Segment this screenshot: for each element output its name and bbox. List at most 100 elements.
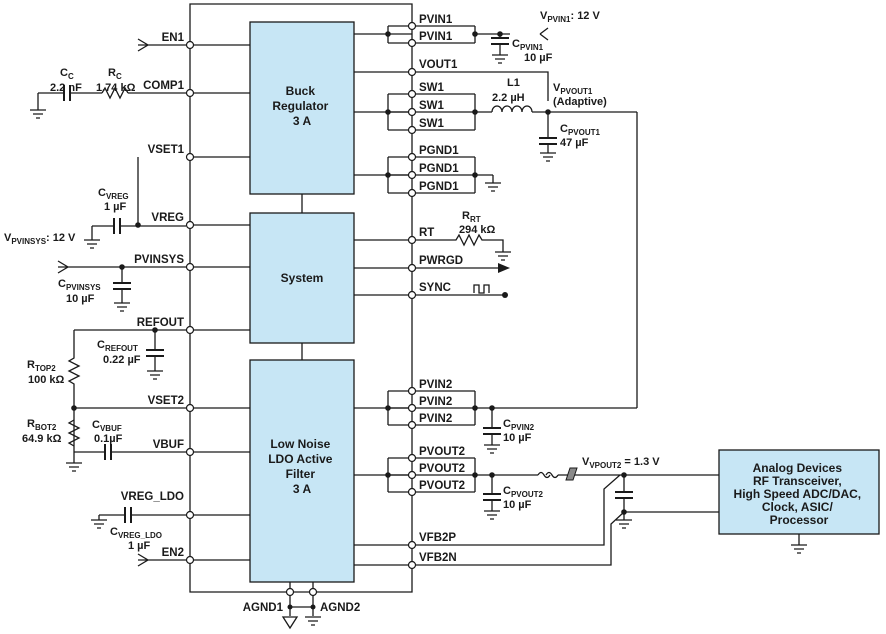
- cvreg-label: CVREG: [98, 187, 129, 201]
- pin-pvin1-b: PVIN1: [419, 31, 453, 43]
- pin-rt: RT: [419, 227, 434, 239]
- pvinsys-network: [57, 260, 186, 312]
- cvreg-value: 1 µF: [104, 201, 127, 213]
- vpvout1-value: (Adaptive): [553, 96, 607, 108]
- vbuf-network: [74, 444, 186, 460]
- pin-vset2: VSET2: [148, 395, 184, 407]
- ground-icon: [540, 144, 556, 162]
- rrt-label: RRT: [462, 210, 481, 224]
- pin-vout1: VOUT1: [419, 59, 458, 71]
- pin-pgnd1-b: PGND1: [419, 163, 459, 175]
- vpvin1-label: VPVIN1: 12 V: [540, 10, 600, 24]
- pgnd1-pin-group: [385, 152, 493, 198]
- ic-outline: [189, 3, 413, 593]
- rbot2-value: 64.9 kΩ: [22, 433, 62, 445]
- cpvin2-network: [483, 408, 501, 454]
- left-pins: [185, 40, 250, 565]
- ldo-block-label: Low Noise LDO Active Filter 3 A: [268, 437, 336, 496]
- en2-input-icon: [137, 553, 186, 567]
- right-pins: [354, 33, 417, 570]
- rbot2-resistor: [67, 419, 81, 447]
- analog-ground-icon: [281, 616, 299, 630]
- pin-en1: EN1: [162, 32, 185, 44]
- pin-pvin2-b: PVIN2: [419, 396, 452, 408]
- cpvinsys-value: 10 µF: [66, 293, 95, 305]
- ground-icon: [147, 356, 163, 380]
- en1-input-icon: [137, 38, 186, 52]
- vpvinsys-label: VPVINSYS: 12 V: [4, 232, 76, 246]
- pin-pvin2-c: PVIN2: [419, 413, 452, 425]
- ground-icon: [495, 251, 511, 261]
- pin-pvout2-a: PVOUT2: [419, 446, 465, 458]
- pin-sync: SYNC: [419, 282, 451, 294]
- pin-vfb2n: VFB2N: [419, 552, 457, 564]
- output-arrow-icon: [498, 263, 510, 273]
- cvreg-ldo-label: CVREG_LDO: [110, 526, 162, 540]
- ground-icon: [791, 534, 807, 554]
- pin-pgnd1-c: PGND1: [419, 181, 459, 193]
- buck-regulator-block: [249, 21, 355, 195]
- pvout2-pin-group: [385, 453, 538, 497]
- pvin1-network: [491, 27, 549, 64]
- pin-refout: REFOUT: [137, 317, 184, 329]
- rrt-value: 294 kΩ: [459, 224, 496, 236]
- break-mark-icon: [537, 471, 559, 479]
- vvpout2-label: VVPOUT2 = 1.3 V: [582, 456, 660, 470]
- vpvout1-label: VPVOUT1: [553, 82, 593, 96]
- pin-vreg: VREG: [151, 212, 184, 224]
- cpvout2-value: 10 µF: [503, 499, 532, 511]
- sw1-pin-group: [385, 89, 492, 135]
- pin-comp1: COMP1: [143, 80, 185, 92]
- rtop2-label: RTOP2: [27, 359, 56, 373]
- pin-pgnd1-a: PGND1: [419, 145, 459, 157]
- load-block-label: Analog Devices RF Transceiver, High Spee…: [734, 461, 865, 527]
- ground-icon: [616, 512, 632, 529]
- cpvout1-network: [539, 112, 557, 162]
- agnd-pins: [281, 582, 321, 630]
- pin-pvin1-a: PVIN1: [419, 14, 453, 26]
- pin-sw1-a: SW1: [419, 82, 445, 94]
- cpvout1-label: CPVOUT1: [560, 123, 601, 137]
- ground-icon: [114, 289, 130, 312]
- load-device-block: [718, 449, 880, 535]
- clock-pulse-icon: [473, 284, 490, 294]
- pvin2-pin-group: [385, 386, 637, 430]
- pin-vreg-ldo: VREG_LDO: [121, 491, 184, 503]
- ground-icon: [305, 616, 321, 626]
- vpout2-output-trace: [537, 467, 719, 529]
- cpvin2-value: 10 µF: [503, 432, 532, 444]
- pin-pwrgd: PWRGD: [419, 255, 463, 267]
- buck-block-label: Buck Regulator 3 A: [272, 84, 331, 128]
- cpvin1-value: 10 µF: [524, 52, 553, 64]
- refout-divider: [66, 327, 186, 472]
- pin-sw1-c: SW1: [419, 118, 445, 130]
- pin-sw1-b: SW1: [419, 100, 445, 112]
- ground-icon: [91, 515, 107, 529]
- system-block: [249, 212, 355, 344]
- crefout-label: CREFOUT: [97, 339, 138, 353]
- rtop2-value: 100 kΩ: [28, 374, 65, 386]
- cpvin2-label: CPVIN2: [503, 418, 535, 432]
- vreg-network: [84, 218, 186, 249]
- cpvout1-value: 47 µF: [560, 137, 589, 149]
- ground-icon: [66, 452, 82, 472]
- pin-vbuf: VBUF: [153, 439, 184, 451]
- l1-value: 2.2 µH: [492, 92, 525, 104]
- cpvout2-label: CPVOUT2: [503, 485, 544, 499]
- rt-network: [416, 233, 511, 261]
- cvbuf-label: CVBUF: [92, 419, 122, 433]
- rbot2-label: RBOT2: [27, 418, 57, 432]
- cc-value: 2.2 nF: [50, 82, 82, 94]
- vout1-sense-trace: [416, 71, 549, 101]
- pin-en2: EN2: [162, 547, 184, 559]
- crefout-value: 0.22 µF: [103, 354, 141, 366]
- pin-agnd1: AGND1: [243, 602, 284, 614]
- system-block-label: System: [281, 271, 324, 285]
- rc-value: 1.74 kΩ: [96, 82, 136, 94]
- cvreg-ldo-value: 1 µF: [128, 540, 151, 552]
- pin-pvout2-b: PVOUT2: [419, 463, 465, 475]
- cpvin1-label: CPVIN1: [512, 38, 544, 52]
- pin-vfb2p: VFB2P: [419, 532, 456, 544]
- l1-label: L1: [507, 77, 520, 89]
